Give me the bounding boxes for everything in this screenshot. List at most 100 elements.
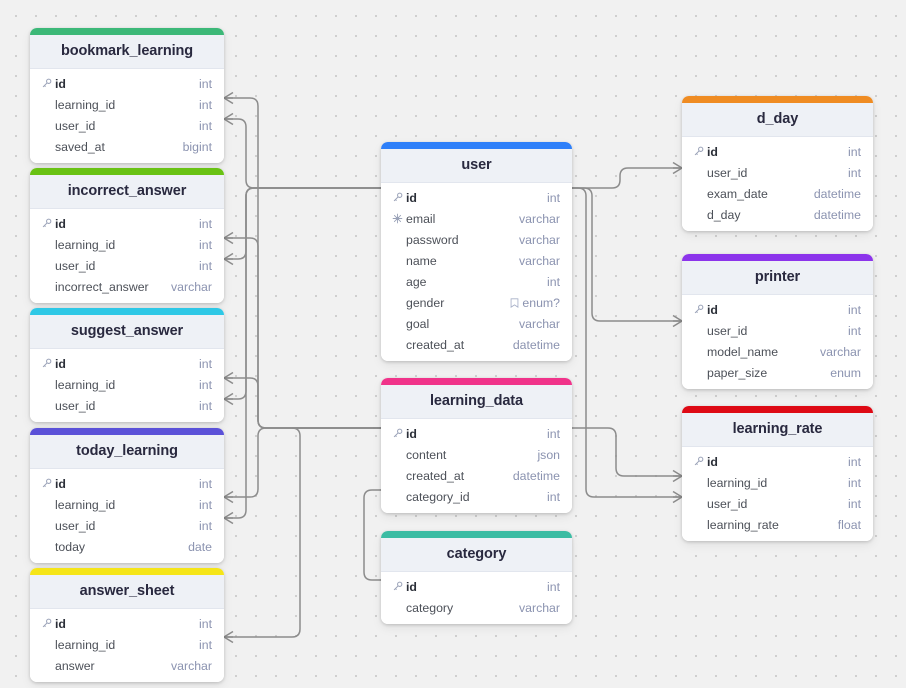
field-name: paper_size: [707, 365, 768, 380]
field-type-label: int: [848, 144, 861, 159]
relationship-edge[interactable]: [224, 427, 381, 638]
relationship-edge[interactable]: [572, 187, 682, 322]
table-title[interactable]: learning_data: [381, 385, 572, 419]
relationship-edge[interactable]: [224, 187, 381, 400]
field-type: varchar: [519, 233, 560, 247]
table-title[interactable]: suggest_answer: [30, 315, 224, 349]
note-icon: [511, 297, 519, 308]
field-icon-placeholder: [391, 254, 404, 267]
relationship-edge[interactable]: [224, 237, 381, 429]
field-type-label: int: [547, 579, 560, 594]
table-title[interactable]: printer: [682, 261, 873, 295]
relationship-edge[interactable]: [363, 489, 381, 581]
table-title[interactable]: today_learning: [30, 435, 224, 469]
field-name: user_id: [55, 518, 96, 533]
table-title[interactable]: learning_rate: [682, 413, 873, 447]
table-title[interactable]: incorrect_answer: [30, 175, 224, 209]
table-title[interactable]: d_day: [682, 103, 873, 137]
field-name: model_name: [707, 344, 779, 359]
relationship-edge[interactable]: [572, 427, 682, 477]
table-title[interactable]: user: [381, 149, 572, 183]
field-name: user_id: [55, 258, 96, 273]
table-title[interactable]: bookmark_learning: [30, 35, 224, 69]
relationship-edge[interactable]: [224, 97, 381, 429]
field-type-label: varchar: [170, 279, 212, 294]
relationship-edge[interactable]: [224, 118, 381, 189]
relationship-edge[interactable]: [224, 187, 381, 519]
field-name: user_id: [707, 165, 748, 180]
field-type-label: json: [537, 447, 560, 462]
field-icon-placeholder: [692, 366, 705, 379]
relationship-edge[interactable]: [224, 427, 381, 498]
relationship-edge[interactable]: [572, 187, 682, 498]
relationship-edge[interactable]: [572, 167, 682, 189]
field-type-label: int: [199, 97, 212, 112]
field-type-label: int: [199, 398, 212, 413]
field-icon-placeholder: [692, 187, 705, 200]
table-title[interactable]: category: [381, 538, 572, 572]
relationship-edge[interactable]: [224, 187, 381, 260]
table-title[interactable]: answer_sheet: [30, 575, 224, 609]
relationship-edge[interactable]: [224, 377, 381, 429]
field-type: datetime: [513, 338, 560, 352]
